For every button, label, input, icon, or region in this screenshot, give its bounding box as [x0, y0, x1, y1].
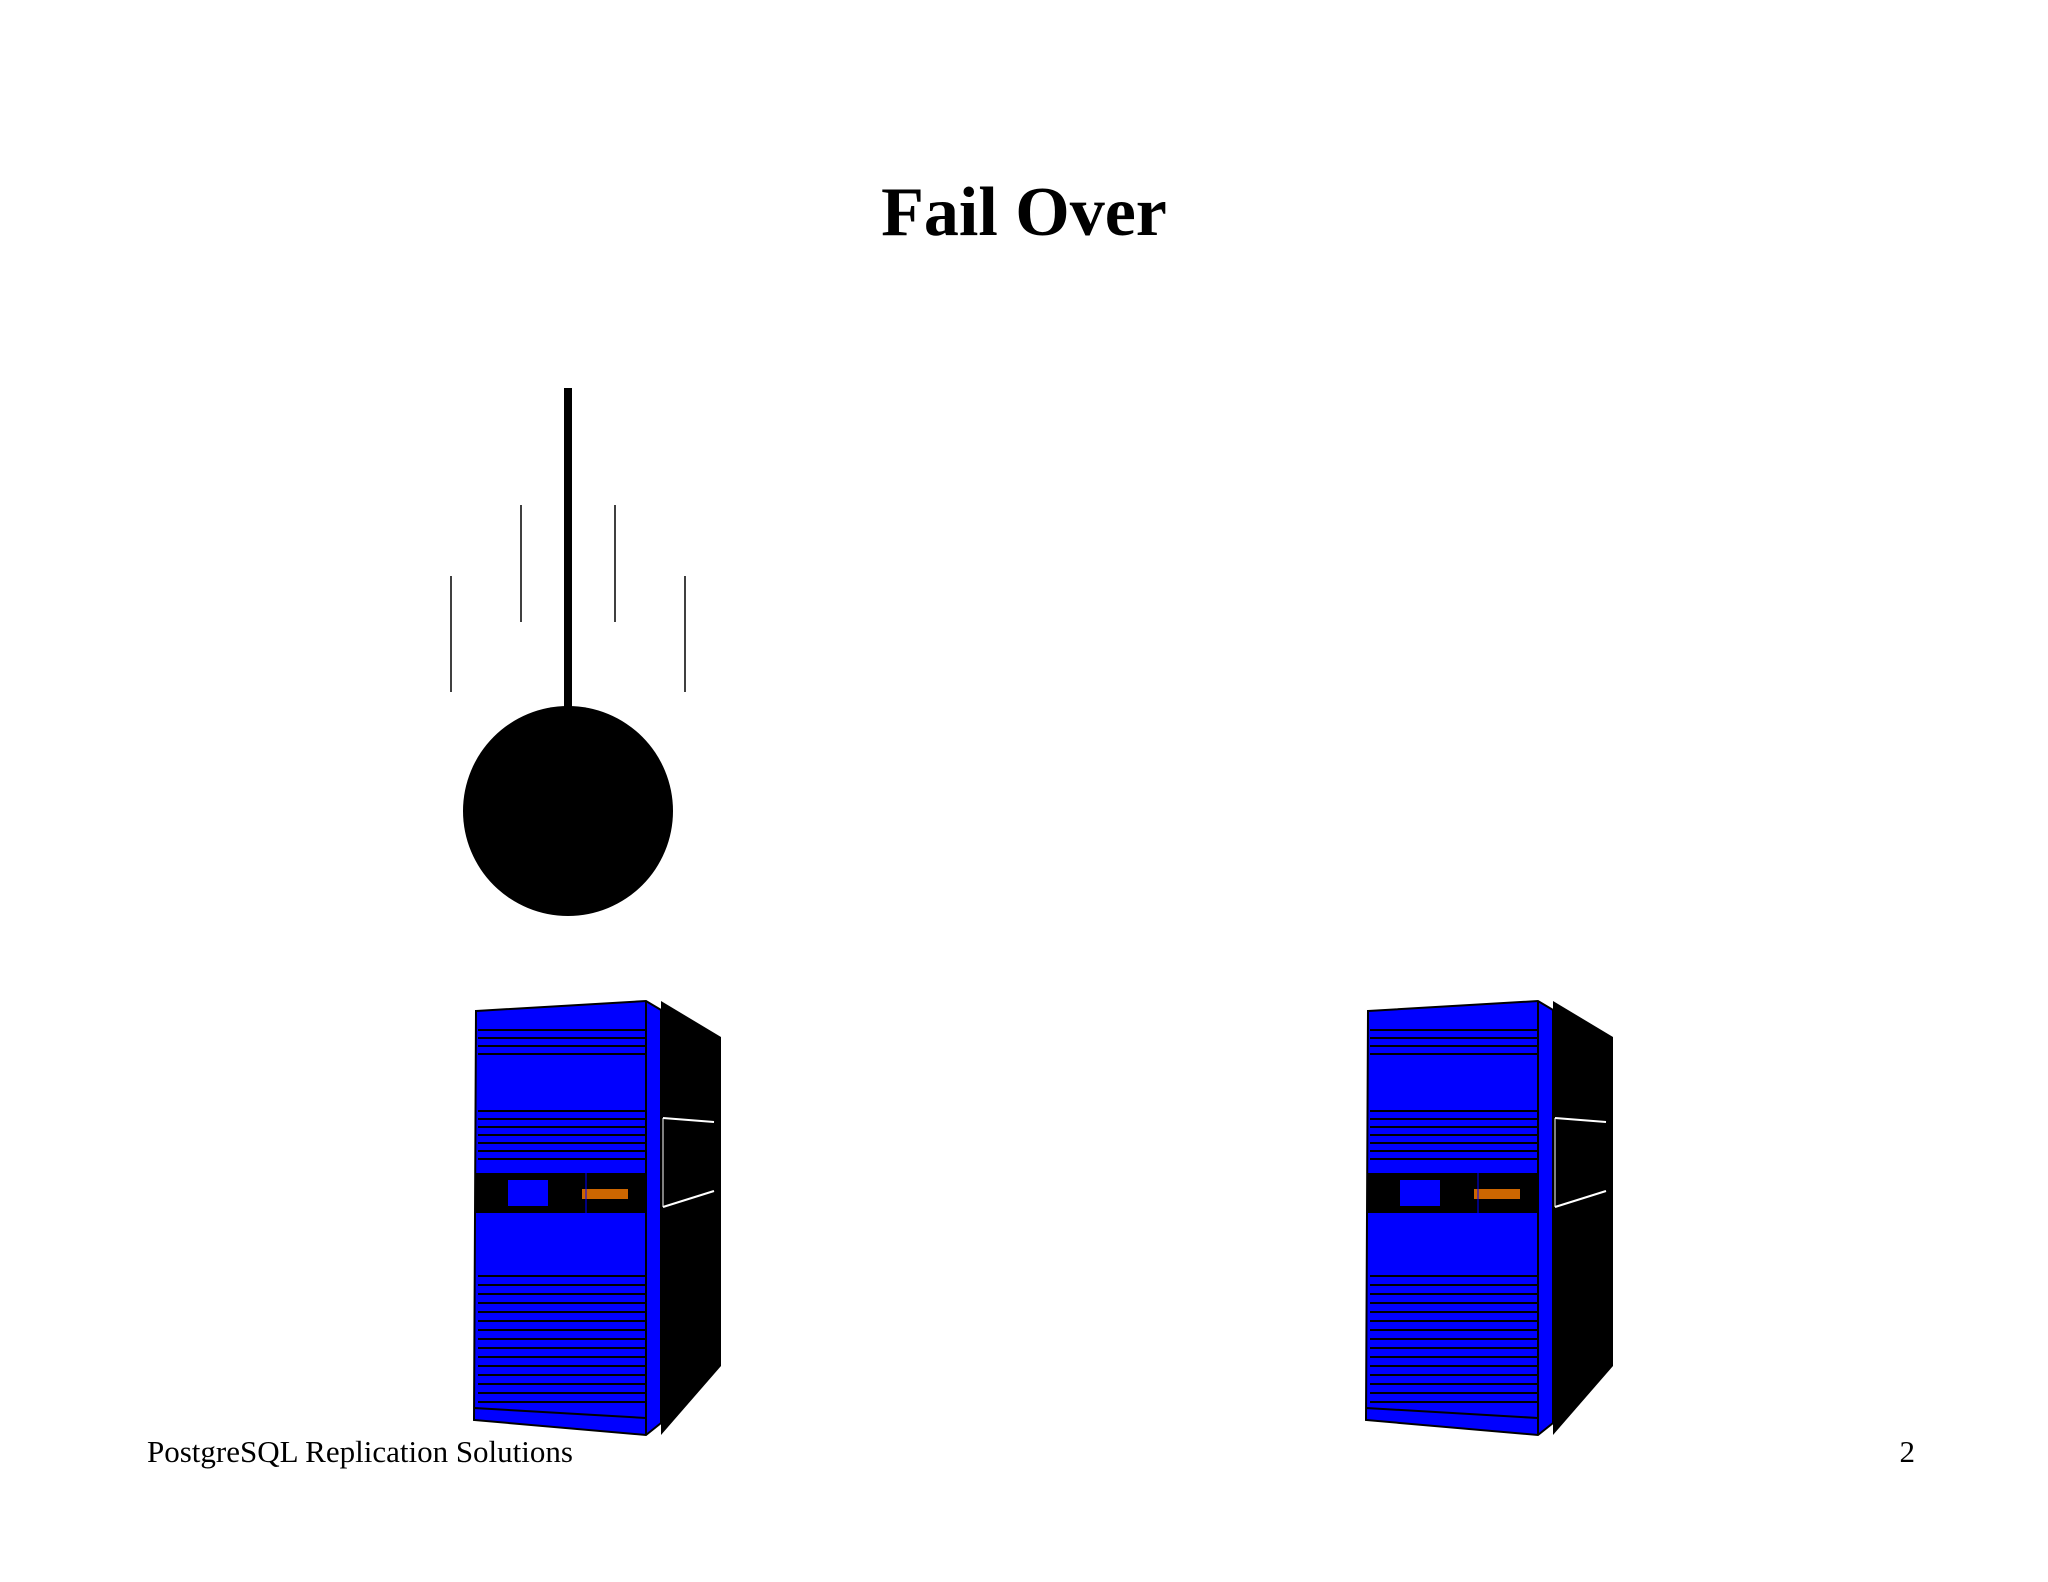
standby-server-icon — [1365, 1000, 1614, 1436]
wrecking-ball-icon — [450, 388, 686, 916]
footer-presentation-title: PostgreSQL Replication Solutions — [147, 1434, 573, 1469]
slide-title: Fail Over — [881, 174, 1167, 251]
page-number: 2 — [1899, 1434, 1916, 1469]
primary-server-icon — [473, 1000, 722, 1436]
